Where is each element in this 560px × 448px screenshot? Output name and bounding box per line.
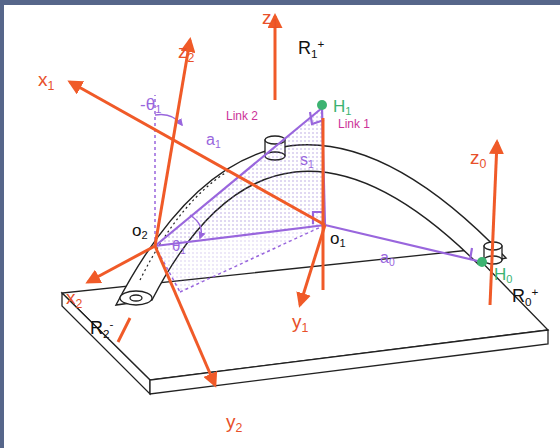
subscript: 1 <box>302 321 309 335</box>
axis-label: z1 <box>262 8 278 30</box>
subscript: 1 <box>311 47 318 60</box>
axis-label: x1 <box>38 70 54 92</box>
subscript: 0 <box>389 257 395 268</box>
angle-label: θ1 <box>172 238 186 256</box>
angle-label: -θ1 <box>140 96 161 115</box>
symbol: R <box>90 318 103 338</box>
length-label: a1 <box>206 132 221 151</box>
subscript: 1 <box>180 245 185 256</box>
superscript: + <box>318 37 325 50</box>
slide-band <box>0 0 560 5</box>
subscript: 0 <box>525 295 532 308</box>
subscript: 1 <box>48 79 55 93</box>
offset-label: s1 <box>300 152 314 171</box>
axis-label: x2 <box>66 288 82 310</box>
symbol: z <box>178 41 188 62</box>
superscript: - <box>110 317 114 330</box>
symbol: R <box>512 286 525 306</box>
subscript: 0 <box>480 157 487 171</box>
subscript: 2 <box>141 229 147 241</box>
subscript: 1 <box>345 105 351 117</box>
subscript: 0 <box>506 273 512 285</box>
subscript: 1 <box>155 103 161 115</box>
link-plane <box>155 225 325 292</box>
symbol: H <box>333 97 345 116</box>
symbol: R <box>298 38 311 58</box>
symbol: -θ <box>140 95 155 114</box>
symbol: x <box>38 69 48 90</box>
symbol: z <box>470 147 480 168</box>
frame-axes <box>70 16 497 385</box>
subscript: 2 <box>188 51 195 65</box>
axis-label: y2 <box>226 412 242 434</box>
symbol: o <box>132 221 141 240</box>
symbol: z <box>262 7 272 28</box>
axis-label: y1 <box>292 312 308 334</box>
superscript: + <box>532 285 539 298</box>
symbol: o <box>330 229 339 248</box>
symbol: y <box>292 311 302 332</box>
symbol: a <box>206 131 215 148</box>
joint-label: R0+ <box>512 286 538 308</box>
link-label: Link 2 <box>226 110 258 122</box>
subscript: 1 <box>308 159 314 170</box>
subscript: 1 <box>272 17 279 31</box>
origin-label: o2 <box>132 222 148 241</box>
subscript: 2 <box>103 327 110 340</box>
link-geometry <box>155 95 482 292</box>
symbol: y <box>226 411 236 432</box>
subscript: 1 <box>339 237 345 249</box>
link-label: Link 1 <box>338 118 370 130</box>
axis-label: z2 <box>178 42 194 64</box>
slide-band <box>0 0 4 448</box>
point-label: H1 <box>333 98 351 117</box>
subscript: 2 <box>236 421 243 435</box>
length-label: a0 <box>380 250 395 269</box>
symbol: a <box>380 249 389 266</box>
subscript: 2 <box>76 297 83 311</box>
point-label: H0 <box>494 266 512 285</box>
joint-label: R2- <box>90 318 113 340</box>
symbol: θ <box>172 237 180 254</box>
frame-point <box>317 100 487 267</box>
symbol: s <box>300 151 308 168</box>
origin-label: o1 <box>330 230 346 249</box>
joint-label: R1+ <box>298 38 324 60</box>
symbol: x <box>66 287 76 308</box>
symbol: H <box>494 265 506 284</box>
subscript: 1 <box>215 139 221 150</box>
axis-label: z0 <box>470 148 486 170</box>
